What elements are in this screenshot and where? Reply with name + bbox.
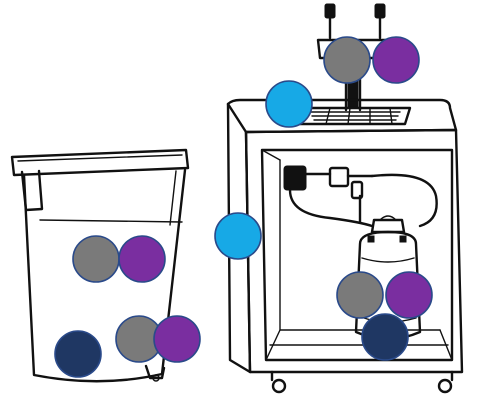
casters [272,372,452,392]
marker-purple[interactable] [119,236,165,282]
marker-light-blue[interactable] [215,213,261,259]
marker-light-blue[interactable] [266,81,312,127]
marker-purple[interactable] [373,37,419,83]
co2-regulator [284,166,437,226]
marker-purple[interactable] [154,316,200,362]
marker-gray[interactable] [73,236,119,282]
marker-gray[interactable] [337,272,383,318]
cabinet-frame [246,130,462,372]
marker-gray[interactable] [324,37,370,83]
markers [55,37,432,377]
marker-navy[interactable] [362,314,408,360]
marker-navy[interactable] [55,331,101,377]
marker-purple[interactable] [386,272,432,318]
